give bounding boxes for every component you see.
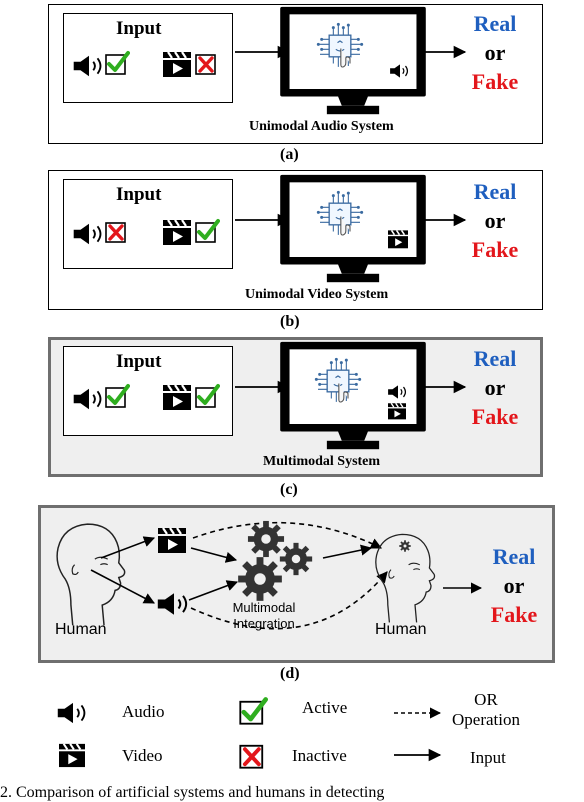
dashed-arrow-icon	[394, 707, 442, 719]
solid-arrow-icon	[394, 748, 442, 762]
cross-icon	[238, 740, 268, 770]
real-label: Real	[492, 544, 536, 569]
legend-inactive-label: Inactive	[292, 746, 347, 765]
verdict: Real or Fake	[459, 177, 531, 264]
audio-icon	[72, 222, 106, 246]
integration-label: Multimodal Integration	[219, 600, 309, 632]
arrow-to-system	[235, 213, 291, 227]
video-icon	[387, 402, 407, 420]
input-box: Input	[63, 179, 233, 269]
panel-a: Input Real or Fake Unimodal Audio System	[48, 4, 543, 144]
or-label: or	[484, 40, 506, 65]
audio-icon	[56, 702, 90, 724]
flow-lines	[90, 521, 483, 630]
legend-audio-label: Audio	[122, 702, 165, 721]
audio-icon	[156, 592, 192, 616]
check-icon	[104, 383, 130, 409]
system-label: Unimodal Audio System	[249, 119, 394, 134]
legend-or-operation-label: OR Operation	[452, 690, 520, 730]
video-icon	[387, 229, 409, 249]
audio-icon	[389, 63, 411, 79]
or-label: or	[484, 208, 506, 233]
video-icon	[156, 526, 188, 554]
panel-b: Input Real or Fake Unimodal Video System	[48, 170, 543, 310]
gear-icon	[279, 542, 313, 576]
input-label: Input	[116, 351, 162, 372]
panel-c: Input Real or Fake Multimodal System	[48, 337, 543, 477]
legend-video-label: Video	[122, 746, 163, 765]
check-icon	[194, 383, 220, 409]
ai-chip-icon	[313, 356, 363, 406]
human-left-label: Human	[55, 621, 107, 638]
human-right-label: Human	[375, 621, 427, 638]
cross-icon	[194, 50, 220, 76]
legend-or-line2: Operation	[452, 710, 520, 729]
legend-active-label: Active	[302, 698, 348, 717]
gear-icon	[237, 556, 283, 602]
arrow-to-verdict	[425, 213, 467, 227]
real-label: Real	[473, 346, 517, 371]
integration-line2: Integration	[233, 616, 295, 631]
arrow-to-system	[235, 45, 291, 59]
panel-d: Human Multimodal Integration Human Real …	[38, 505, 555, 663]
verdict: Real or Fake	[477, 542, 551, 629]
cross-icon	[104, 218, 130, 244]
fake-label: Fake	[471, 404, 519, 429]
caption-c: (c)	[280, 481, 298, 498]
caption-a: (a)	[280, 146, 299, 163]
fake-label: Fake	[471, 237, 519, 262]
input-label: Input	[116, 184, 162, 205]
gear-icon	[399, 540, 411, 552]
legend-or-line1: OR	[474, 690, 498, 709]
caption-b: (b)	[280, 313, 300, 330]
or-label: or	[484, 375, 506, 400]
arrow-to-verdict	[425, 45, 467, 59]
input-box: Input	[63, 346, 233, 436]
integration-line1: Multimodal	[232, 600, 296, 615]
verdict: Real or Fake	[459, 9, 531, 96]
video-icon	[58, 742, 86, 768]
check-icon	[194, 218, 220, 244]
caption-d: (d)	[280, 665, 300, 682]
video-icon	[162, 218, 192, 246]
arrow-to-verdict	[425, 380, 467, 394]
ai-chip-icon	[315, 189, 365, 239]
audio-icon	[387, 384, 409, 400]
system-label: Multimodal System	[263, 454, 381, 469]
verdict: Real or Fake	[459, 344, 531, 431]
or-label: or	[503, 573, 525, 598]
ai-chip-icon	[315, 21, 365, 71]
check-icon	[104, 50, 130, 76]
audio-icon	[72, 387, 106, 411]
input-label: Input	[116, 18, 162, 39]
fake-label: Fake	[471, 69, 519, 94]
legend-input-label: Input	[470, 748, 506, 767]
fake-label: Fake	[490, 602, 538, 627]
video-icon	[162, 50, 192, 78]
check-icon	[238, 696, 268, 726]
real-label: Real	[473, 179, 517, 204]
system-label: Unimodal Video System	[245, 287, 389, 302]
audio-icon	[72, 54, 106, 78]
arrow-to-system	[235, 380, 291, 394]
video-icon	[162, 383, 192, 411]
figure-caption-text: 2. Comparison of artificial systems and …	[0, 784, 385, 801]
real-label: Real	[473, 11, 517, 36]
input-box: Input	[63, 13, 233, 103]
